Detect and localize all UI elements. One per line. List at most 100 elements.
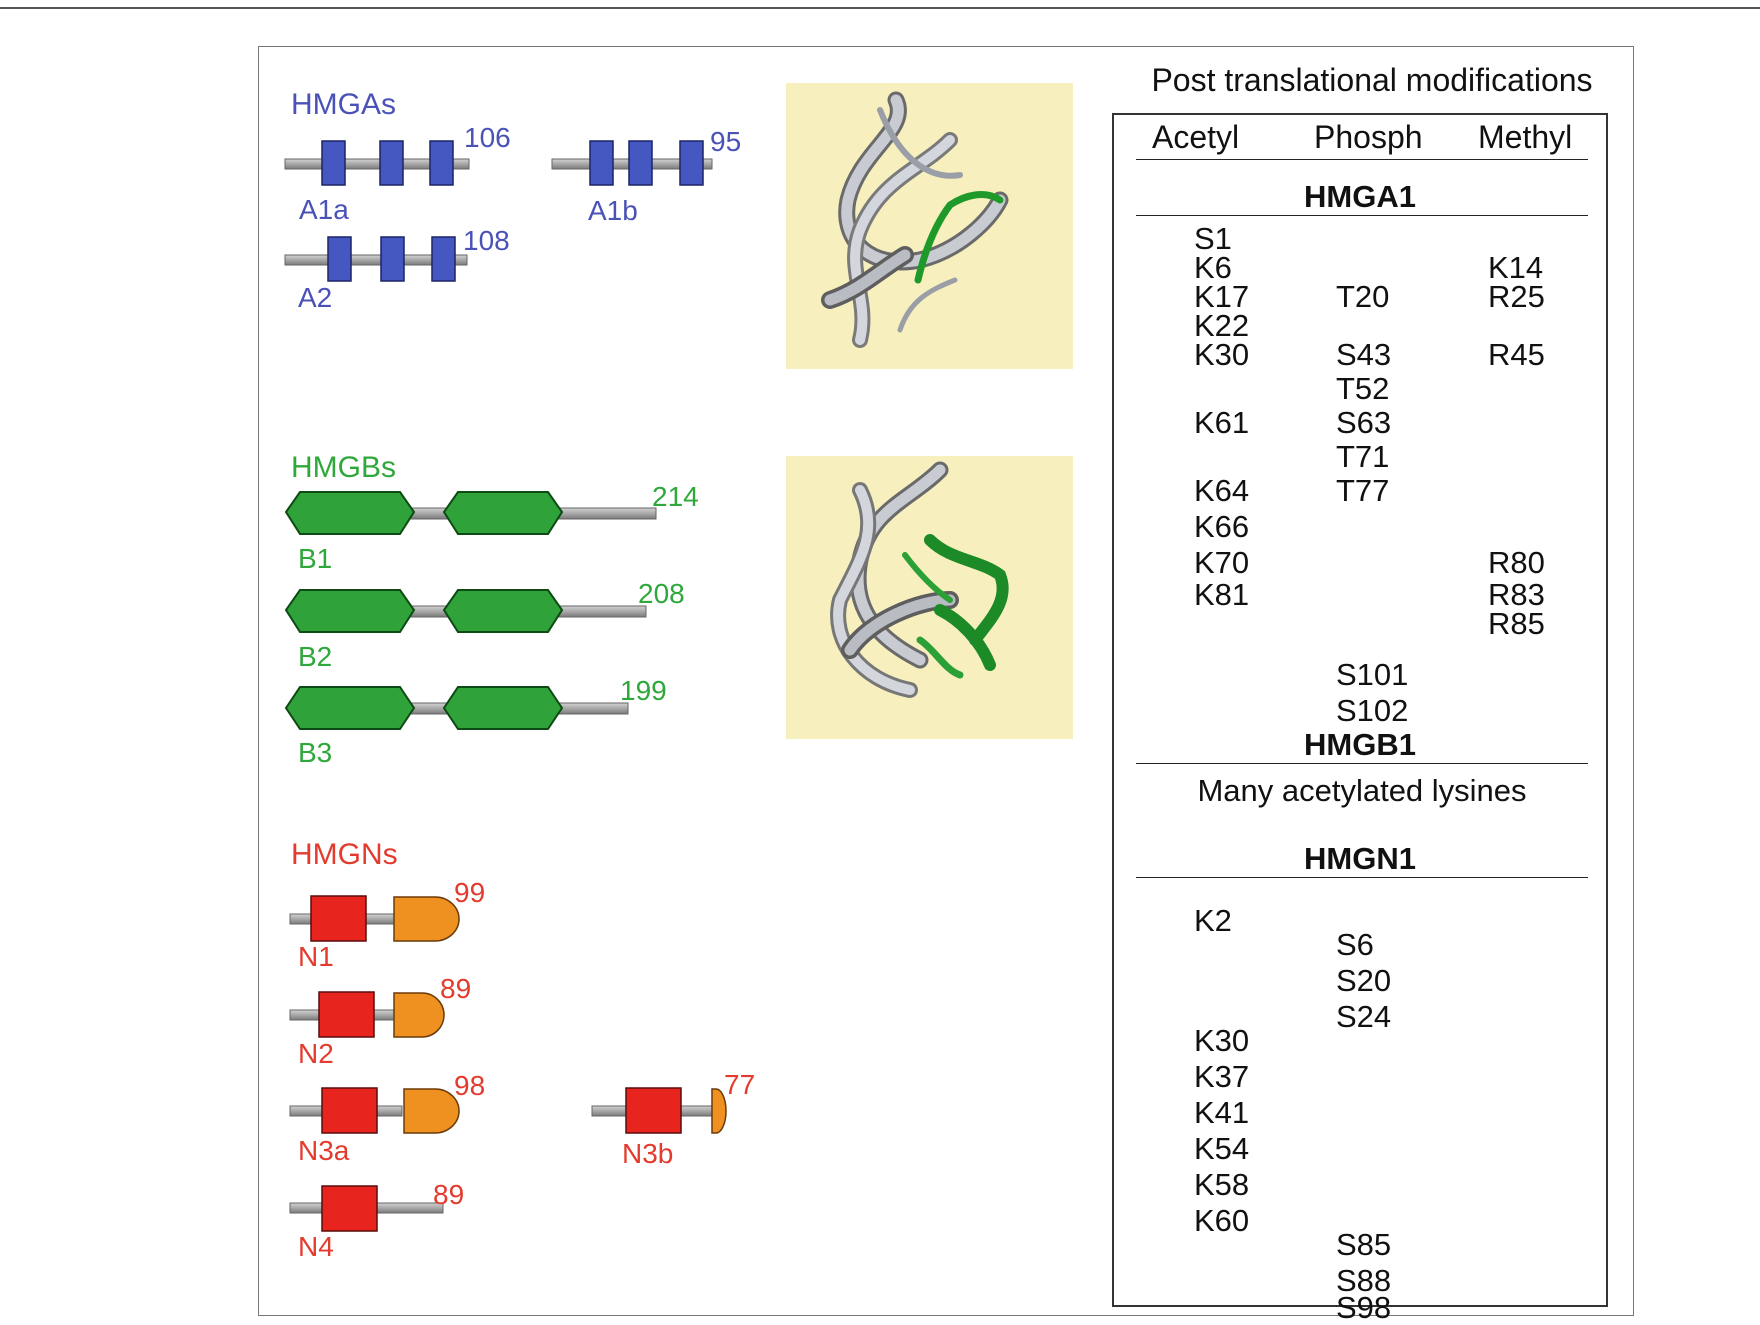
n1-rd-domain <box>393 896 460 942</box>
ptm-site: S85 <box>1336 1227 1392 1262</box>
ptm-site: R25 <box>1488 279 1545 314</box>
protein-b3: 199 B3 <box>284 675 667 768</box>
a1a-length: 106 <box>464 122 511 153</box>
n4-label: N4 <box>298 1231 334 1262</box>
hmga-family: HMGAs 106 A1a 95 A1b 108 A2 <box>284 88 741 313</box>
protein-b1: 214 B1 <box>284 481 699 574</box>
protein-n1: 99 N1 <box>289 877 485 972</box>
a1b-label: A1b <box>588 195 638 226</box>
col-header-methyl: Methyl <box>1478 119 1573 155</box>
ptm-site: T20 <box>1336 279 1390 314</box>
ptm-site: K30 <box>1194 1023 1250 1058</box>
ptm-site: R85 <box>1488 606 1545 641</box>
hmga1-rule <box>1136 215 1588 216</box>
ptm-site: K64 <box>1194 473 1250 508</box>
n3b-length: 77 <box>724 1069 755 1100</box>
hmga-family-header: HMGAs <box>291 88 396 121</box>
header-rule <box>1136 159 1588 160</box>
a2-at-hook-3 <box>431 236 456 282</box>
ptm-site: S88 <box>1336 1263 1392 1298</box>
ptm-site: S1 <box>1194 221 1232 256</box>
hmgb-dna-structure-image <box>786 456 1073 739</box>
hmga-dna-bundle <box>821 91 1009 348</box>
ptm-site: K14 <box>1488 250 1544 285</box>
n2-length: 89 <box>440 973 471 1004</box>
hmga-at-hook-backbone <box>914 191 1004 284</box>
ptm-site: K2 <box>1194 903 1232 938</box>
b2-hmg-box-b <box>442 589 564 633</box>
ptm-site: K30 <box>1194 337 1250 372</box>
hmgn-family-header: HMGNs <box>291 838 398 871</box>
a1b-at-hook-1 <box>589 140 614 186</box>
n2-rd-domain <box>393 992 445 1038</box>
ptm-site: K81 <box>1194 577 1250 612</box>
hmgb-dna-strand-4 <box>833 485 915 695</box>
b2-label: B2 <box>298 641 332 672</box>
hmga-dna-strand-6 <box>824 249 911 306</box>
a1b-at-hook-3 <box>679 140 704 186</box>
ptm-site: S98 <box>1336 1290 1392 1325</box>
a1b-length: 95 <box>710 126 741 157</box>
ptm-site: R80 <box>1488 545 1545 580</box>
col-header-phosph: Phosph <box>1314 119 1423 155</box>
ptm-site: S43 <box>1336 337 1392 372</box>
b1-hmg-box-b <box>442 491 564 535</box>
a1a-backbone <box>284 158 470 170</box>
b2-length: 208 <box>638 578 685 609</box>
hmgb-dna-strand-6 <box>844 594 956 656</box>
ptm-site: S102 <box>1336 693 1409 728</box>
ptm-title: Post translational modifications <box>1151 62 1593 98</box>
a1a-at-hook-1 <box>321 140 346 186</box>
protein-n3a: 98 N3a <box>289 1070 485 1166</box>
ptm-site: K70 <box>1194 545 1250 580</box>
a2-label: A2 <box>298 282 332 313</box>
ptm-site: K41 <box>1194 1095 1250 1130</box>
n2-label: N2 <box>298 1038 334 1069</box>
ptm-site: K60 <box>1194 1203 1250 1238</box>
ptm-site: S101 <box>1336 657 1409 692</box>
protein-a2: 108 A2 <box>284 225 510 313</box>
b3-length: 199 <box>620 675 667 706</box>
n2-nbd-domain <box>318 991 375 1038</box>
a1a-at-hook-2 <box>379 140 404 186</box>
col-header-acetyl: Acetyl <box>1152 119 1240 155</box>
protein-n2: 89 N2 <box>289 973 471 1069</box>
ptm-site: S6 <box>1336 927 1374 962</box>
n3a-label: N3a <box>298 1135 350 1166</box>
hmgb1-rule <box>1136 763 1588 764</box>
n1-label: N1 <box>298 941 334 972</box>
ptm-site: T71 <box>1336 439 1390 474</box>
b1-length: 214 <box>652 481 699 512</box>
b3-label: B3 <box>298 737 332 768</box>
protein-a1a: 106 A1a <box>284 122 511 225</box>
hmgb1-note: Many acetylated lysines <box>1197 773 1527 808</box>
n3a-rd-domain <box>403 1088 460 1134</box>
ptm-site: R45 <box>1488 337 1545 372</box>
ptm-site: S20 <box>1336 963 1392 998</box>
protein-n4: 89 N4 <box>289 1179 464 1262</box>
ptm-site: S63 <box>1336 405 1392 440</box>
ptm-site: K37 <box>1194 1059 1250 1094</box>
section-title-hmgn1: HMGN1 <box>1304 841 1416 876</box>
ptm-site: K6 <box>1194 250 1232 285</box>
n3b-nbd-domain <box>625 1087 682 1134</box>
ptm-site: S24 <box>1336 999 1392 1034</box>
a2-at-hook-2 <box>380 236 405 282</box>
ptm-site: K17 <box>1194 279 1250 314</box>
n4-nbd-domain <box>321 1185 378 1232</box>
hmgb-helix-3 <box>916 636 964 679</box>
b1-hmg-box-a <box>284 491 416 535</box>
section-title-hmgb1: HMGB1 <box>1304 727 1416 762</box>
hmga-dna-structure-image <box>786 83 1073 369</box>
protein-b2: 208 B2 <box>284 578 685 672</box>
b3-hmg-box-a <box>284 686 416 730</box>
hmgb-family-header: HMGBs <box>291 451 396 484</box>
protein-n3b: 77 N3b <box>591 1069 755 1169</box>
n3a-nbd-domain <box>321 1087 378 1134</box>
b3-hmg-box-b <box>442 686 564 730</box>
a2-at-hook-1 <box>327 236 352 282</box>
hmga-structure-background <box>786 83 1073 369</box>
ptm-site: K58 <box>1194 1167 1250 1202</box>
b2-hmg-box-a <box>284 589 416 633</box>
